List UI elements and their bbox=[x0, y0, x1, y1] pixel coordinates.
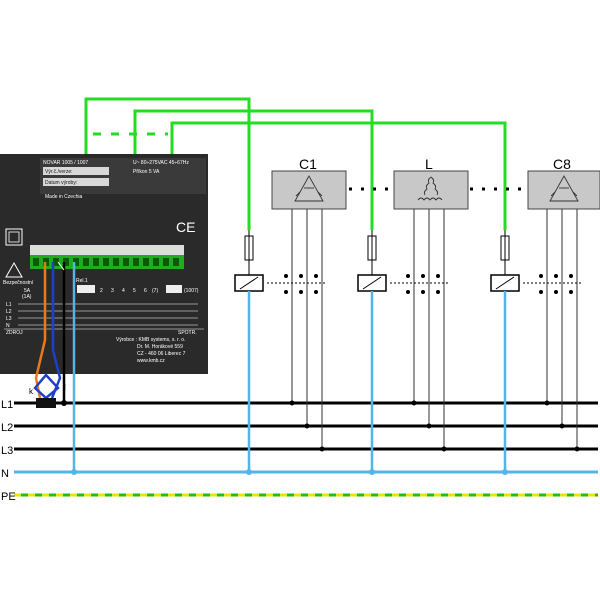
capacitor-icon bbox=[549, 175, 579, 202]
spotr-label: SPOTR. bbox=[178, 330, 197, 336]
device-spec-voltage: U~ 80÷275VAC 45÷67Hz bbox=[133, 160, 189, 166]
terminal-strip bbox=[30, 245, 184, 255]
contacts-l bbox=[390, 274, 450, 294]
bus-label-l1: L1 bbox=[1, 399, 13, 411]
stage-label-c8: C8 bbox=[553, 156, 571, 172]
serial-box bbox=[43, 167, 109, 175]
capacitor-module-c1 bbox=[271, 170, 347, 210]
warning-icon bbox=[5, 261, 23, 278]
novar-controller: NOVAR 1005 / 1007 U~ 80÷275VAC 45÷67Hz V… bbox=[0, 154, 208, 374]
bus-label-n: N bbox=[1, 468, 9, 480]
junction-ct-l1 bbox=[61, 400, 67, 406]
display-square-inner bbox=[8, 231, 20, 243]
power-label: Příkon 5 VA bbox=[133, 169, 160, 175]
relay-label: Rel.1 bbox=[76, 278, 88, 284]
device-model: NOVAR 1005 / 1007 bbox=[43, 160, 88, 166]
zdroj-label: ZDROJ bbox=[6, 330, 23, 336]
phase-label-l3: L3 bbox=[6, 316, 12, 322]
phase-label-l1: L1 bbox=[6, 302, 12, 308]
bus-bars bbox=[14, 401, 598, 497]
serial-label: Výr.č./verze: bbox=[45, 169, 73, 175]
phase-rails bbox=[18, 303, 198, 326]
ce-mark: CE bbox=[176, 219, 195, 235]
terminal-number-3: 3 bbox=[111, 288, 114, 294]
stage-label-c1: C1 bbox=[299, 156, 317, 172]
phase-label-n: N bbox=[6, 323, 10, 329]
capacitor-icon bbox=[294, 175, 324, 202]
ct-coil-blue bbox=[33, 373, 60, 400]
manufacturer-line-1: Výrobce : KMB systems, s. r. o. bbox=[116, 337, 185, 343]
stage-l: L bbox=[357, 156, 469, 475]
ct-label-l: l bbox=[64, 383, 66, 392]
terminal-number-7: (7) bbox=[152, 288, 158, 294]
ct-transformer bbox=[36, 398, 56, 408]
stage-c8: C8 bbox=[490, 156, 600, 475]
made-in-label: Made in Czechia bbox=[45, 194, 82, 200]
date-label: Datum výroby: bbox=[45, 180, 77, 186]
bus-label-l2: L2 bbox=[1, 422, 13, 434]
reactor-module-l bbox=[393, 170, 469, 210]
ct-x-wire bbox=[57, 261, 65, 271]
manufacturer-line-2: Dr. M. Horákové 559 bbox=[137, 344, 183, 350]
ct-label-k: k bbox=[29, 387, 34, 396]
junction-ct-n bbox=[71, 469, 77, 475]
stage-label-l: L bbox=[425, 156, 433, 172]
manufacturer-line-4: www.kmb.cz bbox=[137, 358, 165, 364]
warning-text: Bezpečnostní bbox=[3, 280, 34, 286]
ct-rating: 5A bbox=[24, 288, 31, 294]
contacts-c8 bbox=[523, 274, 583, 294]
output-terminals: 2 3 4 5 6 (7) (1007) Rel.1 bbox=[76, 278, 199, 294]
bus-labels: L1 L2 L3 N PE bbox=[1, 399, 16, 503]
terminal-number-6: 6 bbox=[144, 288, 147, 294]
terminal-number-4: 4 bbox=[122, 288, 125, 294]
ct-wire-blue bbox=[50, 262, 62, 399]
terminal-number-2: 2 bbox=[100, 288, 103, 294]
device-top-strip bbox=[40, 158, 206, 194]
capacitor-module-c8 bbox=[527, 170, 600, 210]
terminal-number-5: 5 bbox=[133, 288, 136, 294]
bus-label-pe: PE bbox=[1, 491, 16, 503]
inductor-icon bbox=[417, 176, 443, 201]
date-box bbox=[43, 178, 109, 186]
stage-c1: C1 bbox=[234, 156, 347, 475]
contacts-c1 bbox=[267, 274, 327, 294]
terminal-screws bbox=[33, 258, 179, 266]
ct-wiring bbox=[33, 261, 76, 472]
bus-label-l3: L3 bbox=[1, 445, 13, 457]
phase-label-l2: L2 bbox=[6, 309, 12, 315]
ct-wire-orange bbox=[34, 262, 47, 399]
manufacturer-line-3: CZ - 460 06 Liberec 7 bbox=[137, 351, 186, 357]
display-square-icon bbox=[5, 228, 23, 246]
ct-rating-alt: (1A) bbox=[22, 294, 32, 300]
output-code: (1007) bbox=[184, 288, 199, 294]
